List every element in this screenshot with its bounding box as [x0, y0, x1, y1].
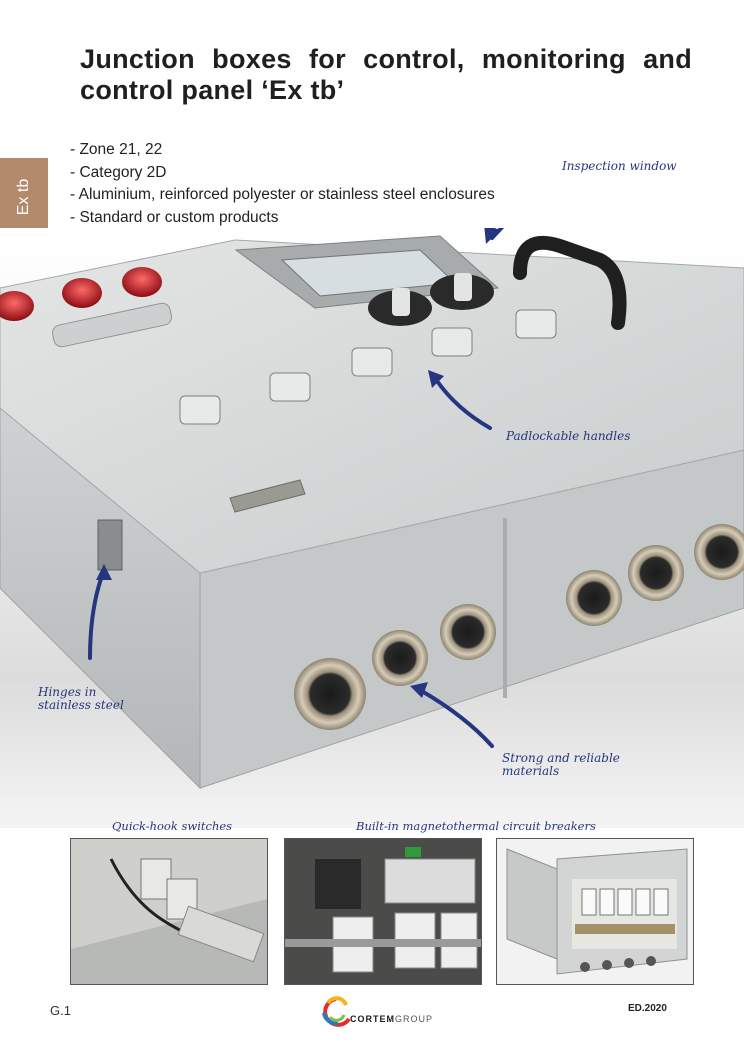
page-number: G.1	[50, 1003, 71, 1018]
edition-label: ED.2020	[628, 1003, 667, 1014]
callout-hinges: Hinges in stainless steel	[38, 686, 124, 712]
page-title: Junction boxes for control, monitoring a…	[80, 44, 692, 105]
junction-box-illustration	[0, 228, 744, 790]
thumbnail-circuit-breakers	[284, 838, 482, 985]
callout-materials: Strong and reliable materials	[502, 752, 620, 778]
feature-list: - Zone 21, 22 - Category 2D - Aluminium,…	[70, 139, 495, 229]
caption-breakers: Built-in magnetothermal circuit breakers	[356, 819, 596, 833]
callout-inspection-window: Inspection window	[562, 159, 677, 173]
logo-wordmark: CORTEMGROUP	[350, 1014, 433, 1024]
callout-hinges-line2: stainless steel	[38, 698, 124, 712]
section-tab: Ex tb	[0, 158, 48, 236]
callout-materials-line2: materials	[502, 764, 560, 778]
product-photo	[0, 228, 744, 828]
feature-item: - Zone 21, 22	[70, 141, 163, 158]
feature-item: - Standard or custom products	[70, 208, 279, 226]
feature-item: - Category 2D	[70, 163, 167, 181]
caption-quick-hook: Quick-hook switches	[112, 819, 233, 833]
thumbnail-open-enclosure	[496, 838, 694, 985]
callout-hinges-line1: Hinges in	[38, 685, 97, 699]
logo-main-text: CORTEM	[350, 1014, 395, 1024]
callout-padlockable-handles: Padlockable handles	[506, 429, 631, 443]
breakers-photo	[285, 839, 481, 984]
callout-materials-line1: Strong and reliable	[502, 751, 620, 765]
section-tab-label: Ex tb	[15, 178, 32, 216]
logo-sub-text: GROUP	[395, 1014, 434, 1024]
cortem-logo-icon	[322, 996, 351, 1027]
feature-item: - Aluminium, reinforced polyester or sta…	[70, 186, 495, 203]
open-enclosure-photo	[497, 839, 693, 984]
quick-hook-photo	[71, 839, 267, 984]
thumbnail-quick-hook-switches	[70, 838, 268, 985]
